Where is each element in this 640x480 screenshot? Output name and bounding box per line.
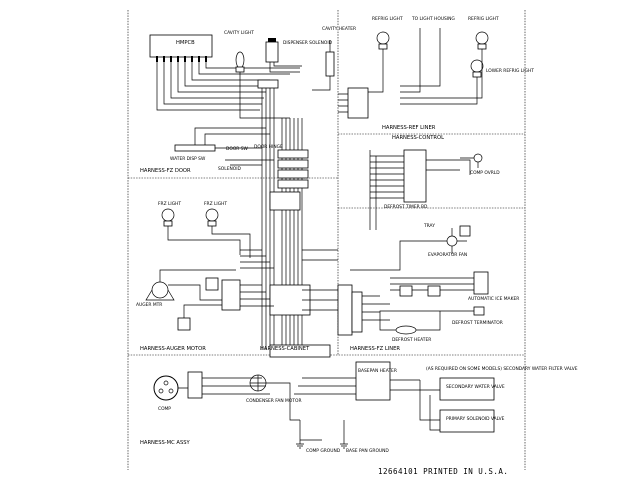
defrost-timer-label: DEFROST TIMER BD: [384, 204, 428, 210]
ice-maker-group: AUTOMATIC ICE MAKER: [390, 271, 519, 302]
refrig-light-1-label: REFRIG LIGHT: [372, 16, 403, 22]
valve-note: (AS REQUIRED ON SOME MODELS) SECONDARY W…: [426, 366, 578, 372]
cavity-heater-label: CAVITY HEATER: [322, 26, 356, 32]
defrost-timer-group: DEFROST TIMER BD: [369, 149, 471, 230]
dispenser-solenoid-group: DISPENSER SOLENOID: [265, 38, 333, 73]
refrig-light-2-label: REFRIG LIGHT: [468, 16, 499, 22]
tray-label: TRAY: [423, 223, 435, 229]
defrost-group: DEFROST TERMINATOR DEFROST HEATER: [379, 306, 503, 343]
comp-ground-label: COMP GROUND: [306, 448, 341, 454]
hmpcb-label: HMPCB: [176, 40, 195, 46]
defrost-terminator-label: DEFROST TERMINATOR: [452, 320, 503, 326]
harness-auger-motor-label: HARNESS-AUGER MOTOR: [140, 346, 206, 352]
frz-light-2: FRZ LIGHT: [204, 201, 251, 258]
evaporator-fan-label: EVAPORATOR FAN: [428, 252, 467, 258]
comp-ovrld-label: COMP OVRLD: [470, 170, 500, 176]
water-switch-group: WATER DISP SW DOOR SW SOLENOID DOOR HING…: [170, 127, 283, 172]
lower-refrig-light: LOWER REFRIG LIGHT: [400, 59, 534, 105]
primary-water-valve-label: PRIMARY SOLENOID VALVE: [446, 416, 505, 422]
frz-light-1: FRZ LIGHT: [158, 201, 241, 255]
basepan-heater-group: BASEPAN HEATER: [294, 361, 420, 401]
compressor-group: COMP: [153, 371, 270, 412]
door-sw-label: DOOR SW: [226, 146, 249, 152]
harness-fz-door-label: HARNESS-FZ DOOR: [140, 168, 191, 174]
cavity-light-group: CAVITY LIGHT: [224, 30, 290, 119]
secondary-water-valve-label: SECONDARY WATER VALVE: [446, 384, 505, 390]
dispenser-solenoid-label: DISPENSER SOLENOID: [283, 40, 333, 46]
harness-mc-assy-label: HARNESS-MC ASSY: [140, 440, 191, 446]
auger-connector: [205, 277, 274, 311]
auger-motor-label: AUGER MTR: [136, 302, 162, 308]
cavity-light-label: CAVITY LIGHT: [224, 30, 254, 36]
harness-ref-liner-label: HARNESS-REF LINER: [382, 125, 436, 131]
ground-group: COMP GROUND BASE PAN GROUND: [296, 420, 389, 454]
refrig-light-1: REFRIG LIGHT: [360, 16, 403, 93]
ref-liner-connector: [338, 87, 369, 119]
light-housing: TO LIGHT HOUSING: [400, 16, 455, 93]
comp-ovrld-group: COMP OVRLD: [460, 153, 500, 176]
frz-light-2-label: FRZ LIGHT: [204, 201, 227, 207]
evaporator-fan-group: TRAY EVAPORATOR FAN: [350, 223, 471, 271]
base-pan-ground-label: BASE PAN GROUND: [346, 448, 389, 454]
door-hinge-label: DOOR HINGE: [254, 144, 283, 150]
water-disp-sw-label: WATER DISP SW: [170, 156, 206, 162]
condenser-fan-motor-label: CONDENSER FAN MOTOR: [246, 398, 302, 404]
refrig-light-2: REFRIG LIGHT: [400, 16, 499, 99]
central-harness: [240, 79, 338, 358]
footer-print-code: 12664101 PRINTED IN U.S.A.: [378, 467, 508, 476]
lower-refrig-light-label: LOWER REFRIG LIGHT: [486, 68, 534, 74]
water-valves-group: (AS REQUIRED ON SOME MODELS) SECONDARY W…: [419, 366, 578, 433]
hmpcb-board: HMPCB: [149, 34, 300, 111]
harness-fz-liner-label: HARNESS-FZ LINER: [350, 346, 400, 352]
cavity-heater-group: CAVITY HEATER: [312, 26, 356, 91]
fz-liner-connector: [337, 284, 390, 336]
comp-label: COMP: [158, 406, 171, 412]
to-light-housing-label: TO LIGHT HOUSING: [411, 16, 455, 22]
auger-motor-group: AUGER MTR: [136, 269, 236, 331]
harness-cabinet-label: HARNESS-CABINET: [260, 346, 310, 352]
frz-light-1-label: FRZ LIGHT: [158, 201, 181, 207]
condenser-fan-group: CONDENSER FAN MOTOR: [246, 374, 302, 421]
basepan-heater-label: BASEPAN HEATER: [358, 368, 397, 374]
harness-control-label: HARNESS-CONTROL: [392, 135, 444, 141]
solenoid-label: SOLENOID: [218, 166, 241, 172]
defrost-heater-label: DEFROST HEATER: [392, 337, 431, 343]
automatic-ice-maker-label: AUTOMATIC ICE MAKER: [468, 296, 519, 302]
